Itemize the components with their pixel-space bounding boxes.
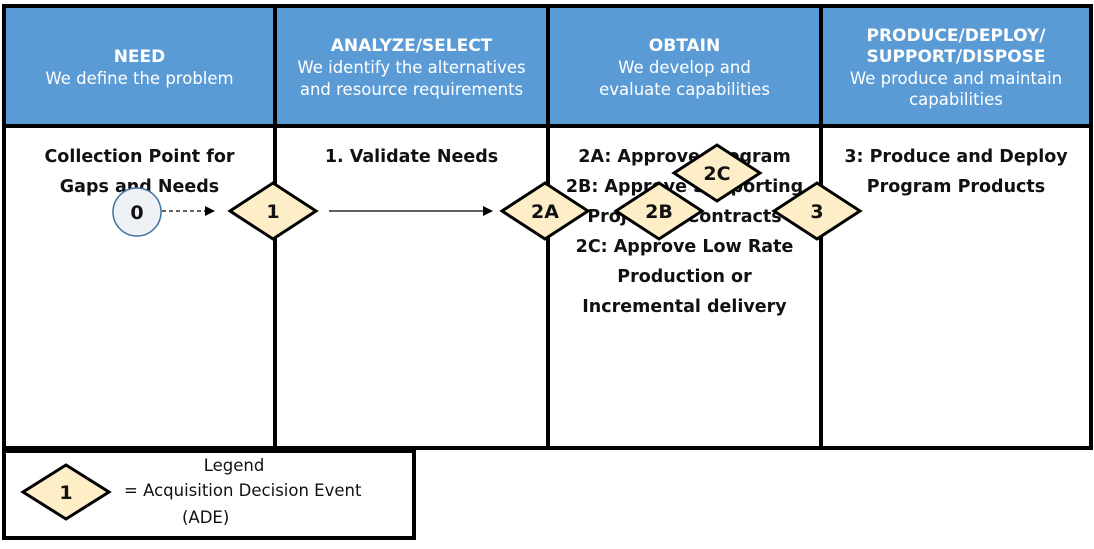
phase-obtain-description-line: 2B: Approve Supporting bbox=[565, 177, 804, 197]
phase-need-description-line: Gaps and Needs bbox=[59, 177, 220, 197]
diamond-icon bbox=[20, 463, 112, 521]
phase-need-description-line: Collection Point for bbox=[44, 147, 235, 167]
phase-analyze-select-description: 1. Validate Needs bbox=[277, 142, 546, 172]
phase-analyze-select: ANALYZE/SELECT We identify the alternati… bbox=[277, 8, 546, 446]
acquisition-phase-table: NEED We define the problem Collection Po… bbox=[2, 4, 1093, 450]
phase-obtain: OBTAIN We develop and evaluate capabilit… bbox=[550, 8, 819, 446]
phase-produce-deploy-description-line: 3: Produce and Deploy bbox=[844, 147, 1068, 167]
phase-obtain-description-line: Incremental delivery bbox=[582, 297, 787, 317]
phase-need: NEED We define the problem Collection Po… bbox=[6, 8, 273, 446]
phase-produce-deploy-subtitle-line: capabilities bbox=[909, 90, 1003, 109]
phase-obtain-description-line: Production or bbox=[617, 267, 752, 287]
phase-analyze-select-title: ANALYZE/SELECT bbox=[330, 36, 493, 56]
phase-obtain-subtitle-line: We develop and bbox=[618, 58, 751, 77]
legend-description: = Acquisition Decision Event bbox=[124, 481, 362, 500]
phase-produce-deploy: PRODUCE/DEPLOY/ SUPPORT/DISPOSE We produ… bbox=[823, 8, 1089, 446]
phase-obtain-description-line: 2A: Approve Program bbox=[578, 147, 791, 167]
phase-produce-deploy-description-line: Program Products bbox=[866, 177, 1046, 197]
phase-produce-deploy-title-line: SUPPORT/DISPOSE bbox=[866, 47, 1046, 67]
legend-title: Legend bbox=[203, 456, 265, 475]
phase-analyze-select-header: ANALYZE/SELECT We identify the alternati… bbox=[277, 8, 546, 126]
phase-obtain-description-line: Projects / Contracts bbox=[587, 207, 782, 227]
legend-abbreviation: (ADE) bbox=[182, 508, 230, 527]
phase-need-header: NEED We define the problem bbox=[6, 8, 273, 126]
phase-analyze-select-subtitle-line: We identify the alternatives bbox=[297, 58, 526, 77]
phase-produce-deploy-subtitle-line: We produce and maintain bbox=[849, 69, 1063, 88]
phase-obtain-title: OBTAIN bbox=[648, 36, 721, 56]
legend-symbol-label: 1 bbox=[59, 482, 72, 504]
phase-need-description: Collection Point for Gaps and Needs bbox=[6, 142, 273, 202]
header-divider bbox=[6, 124, 1089, 128]
phase-obtain-subtitle-line: evaluate capabilities bbox=[599, 80, 770, 99]
phase-need-title: NEED bbox=[113, 47, 166, 67]
phase-produce-deploy-header: PRODUCE/DEPLOY/ SUPPORT/DISPOSE We produ… bbox=[823, 8, 1089, 126]
phase-produce-deploy-title-line: PRODUCE/DEPLOY/ bbox=[866, 26, 1046, 46]
phase-need-subtitle: We define the problem bbox=[45, 69, 234, 88]
phase-obtain-description-line: 2C: Approve Low Rate bbox=[575, 237, 794, 257]
phase-obtain-description: 2A: Approve Program 2B: Approve Supporti… bbox=[550, 142, 819, 322]
phase-obtain-header: OBTAIN We develop and evaluate capabilit… bbox=[550, 8, 819, 126]
phase-analyze-select-description-line: 1. Validate Needs bbox=[324, 147, 499, 167]
legend: 1 Legend = Acquisition Decision Event (A… bbox=[2, 450, 416, 540]
phase-analyze-select-subtitle-line: and resource requirements bbox=[299, 80, 524, 99]
phase-produce-deploy-description: 3: Produce and Deploy Program Products bbox=[823, 142, 1089, 202]
legend-diamond: 1 bbox=[20, 463, 112, 521]
